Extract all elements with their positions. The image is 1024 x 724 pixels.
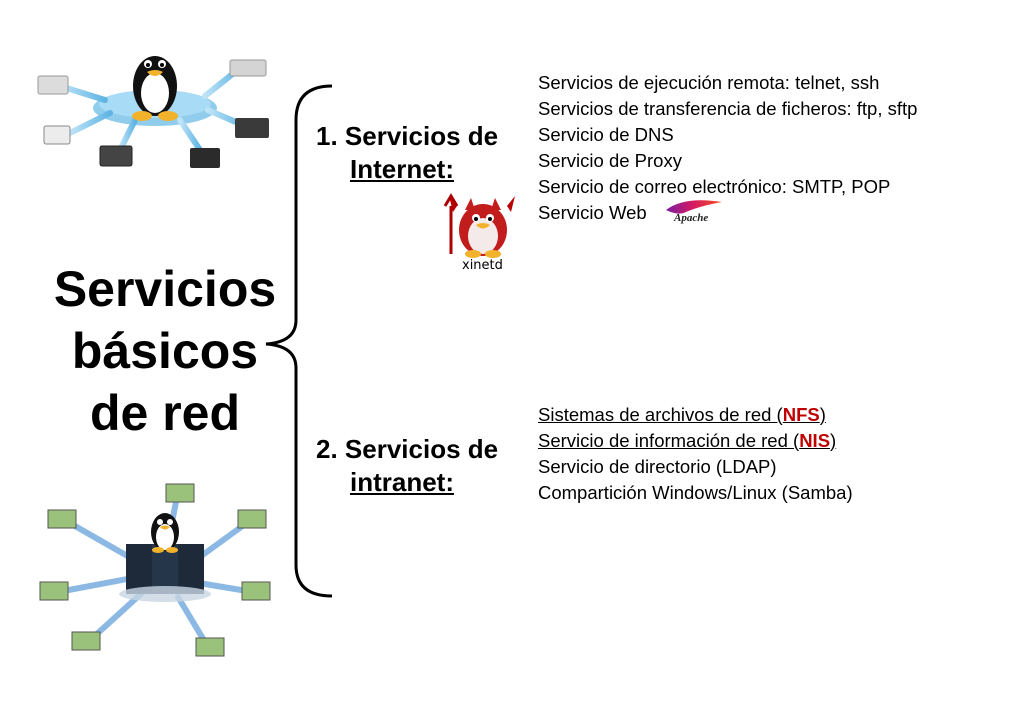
intranet-service-text: Sistemas de archivos de red ( xyxy=(538,404,783,425)
main-title-line3: de red xyxy=(89,385,241,441)
internet-service-item-web: Servicio Web Apache xyxy=(538,200,917,226)
main-title: Servicios básicos de red xyxy=(40,258,290,444)
intranet-service-item: Servicio de información de red (NIS) xyxy=(538,428,853,454)
nis-highlight: NIS xyxy=(799,430,831,451)
internet-service-item: Servicios de ejecución remota: telnet, s… xyxy=(538,72,880,93)
tux-network-illustration xyxy=(37,56,269,168)
tux-server-network-illustration xyxy=(39,483,271,657)
internet-service-item: Servicio de correo electrónico: SMTP, PO… xyxy=(538,176,891,197)
main-title-line1: Servicios xyxy=(53,261,277,317)
internet-service-item: Servicio de DNS xyxy=(538,124,674,145)
internet-service-item: Servicios de transferencia de ficheros: … xyxy=(538,98,918,119)
internet-section-subheading: Internet: xyxy=(350,154,454,184)
intranet-section-title: 2. Servicios de intranet: xyxy=(316,433,498,499)
internet-services-list: Servicios de ejecución remota: telnet, s… xyxy=(538,70,917,226)
internet-section-number: 1. xyxy=(316,121,338,151)
intranet-service-item: Sistemas de archivos de red (NFS) xyxy=(538,402,853,428)
internet-section-heading: Servicios de xyxy=(344,121,499,151)
internet-service-web-label: Servicio Web xyxy=(538,202,647,223)
intranet-services-list: Sistemas de archivos de red (NFS) Servic… xyxy=(538,402,853,506)
internet-service-item: Servicio de Proxy xyxy=(538,150,682,171)
intranet-service-text: ) xyxy=(830,430,837,451)
xinetd-label: xinetd xyxy=(462,258,503,273)
internet-section-title: 1. Servicios de Internet: xyxy=(316,120,498,186)
main-title-line2: básicos xyxy=(71,323,259,379)
intranet-service-item: Compartición Windows/Linux (Samba) xyxy=(538,482,853,503)
apache-logo-text: Apache xyxy=(674,212,709,224)
curly-brace xyxy=(265,84,333,598)
devil-tux-icon xyxy=(443,193,515,258)
intranet-section-subheading: intranet: xyxy=(350,467,454,497)
intranet-service-item: Servicio de directorio (LDAP) xyxy=(538,456,777,477)
intranet-section-heading: Servicios de xyxy=(344,434,499,464)
intranet-service-text: ) xyxy=(819,404,826,425)
apache-feather-icon xyxy=(666,200,722,214)
nfs-highlight: NFS xyxy=(782,404,820,425)
intranet-section-number: 2. xyxy=(316,434,338,464)
intranet-service-text: Servicio de información de red ( xyxy=(538,430,800,451)
